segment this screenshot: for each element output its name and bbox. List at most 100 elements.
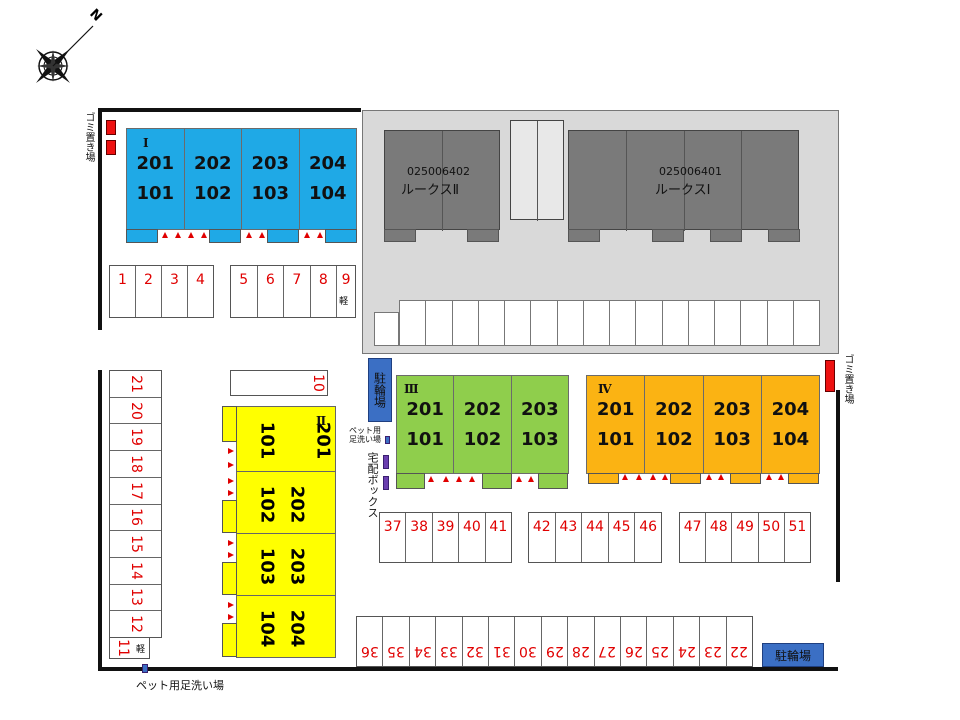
parking-spot[interactable]: 39 — [433, 513, 460, 562]
delivery-box — [383, 476, 389, 490]
entrance-marker — [469, 476, 475, 482]
delivery-box-label: 宅配ボックス — [366, 452, 379, 518]
parking-spot[interactable]: 32 — [463, 617, 490, 666]
parking-spot[interactable]: 37 — [380, 513, 407, 562]
parking-spot[interactable]: 20 — [110, 398, 161, 425]
building-2-porch — [222, 500, 237, 533]
parking-spot[interactable]: 3 — [162, 266, 188, 317]
parking-spot[interactable]: 19 — [110, 424, 161, 452]
entrance-marker — [766, 474, 772, 480]
parking-row-1-4: 1 2 3 4 — [109, 265, 214, 318]
parking-spot[interactable]: 46 — [639, 519, 658, 535]
neighbor-building-lux2: 025006402 ルークスⅡ — [384, 130, 500, 231]
parking-spot[interactable]: 36 — [357, 617, 384, 666]
parking-spot[interactable]: 25 — [647, 617, 674, 666]
entrance-marker — [228, 490, 234, 496]
entrance-marker — [718, 474, 724, 480]
parking-spot[interactable]: 18 — [110, 451, 161, 478]
parking-spot[interactable]: 50 — [759, 513, 785, 562]
lux2-name: ルークスⅡ — [401, 183, 460, 198]
entrance-marker — [201, 232, 207, 238]
parking-spot[interactable]: 7 — [284, 266, 311, 317]
parking-spot[interactable]: 34 — [410, 617, 437, 666]
entrance-marker — [636, 474, 642, 480]
kei-badge: 軽 — [339, 297, 349, 307]
unit-202-102[interactable]: 202 102 — [236, 472, 336, 534]
parking-spot[interactable]: 42 — [529, 513, 556, 562]
parking-spot[interactable]: 14 — [110, 558, 161, 585]
entrance-marker — [228, 614, 234, 620]
unit-201-101[interactable]: 201 101 — [236, 406, 336, 472]
lux2-porch — [384, 229, 416, 242]
parking-spot[interactable]: 9 軽 — [339, 272, 351, 307]
garbage-bin — [825, 360, 835, 392]
parking-spot[interactable]: 31 — [489, 617, 516, 666]
parking-spot[interactable]: 4 — [196, 272, 205, 288]
parking-spot[interactable]: 48 — [706, 513, 733, 562]
neighbor-parking-row — [374, 300, 820, 346]
unit-203-103[interactable]: 203 103 — [236, 534, 336, 596]
unit-204-104[interactable]: 204 104 — [256, 609, 308, 648]
parking-spot[interactable]: 16 — [110, 505, 161, 532]
parking-spot[interactable]: 28 — [568, 617, 595, 666]
parking-spot[interactable]: 40 — [459, 513, 486, 562]
building-3-porch — [482, 473, 512, 489]
parking-spot[interactable]: 15 — [110, 531, 161, 558]
delivery-box — [383, 455, 389, 469]
parking-spot[interactable]: 21 — [110, 371, 161, 398]
parking-spot[interactable]: 22 — [730, 643, 749, 659]
parking-spot[interactable]: 47 — [680, 513, 707, 562]
garbage-label-right: ゴミ置き場 — [842, 354, 853, 404]
parking-spot[interactable]: 41 — [489, 519, 508, 535]
parking-spot[interactable]: 29 — [542, 617, 569, 666]
entrance-marker — [175, 232, 181, 238]
parking-spot[interactable]: 12 — [127, 615, 144, 634]
parking-spot[interactable]: 8 — [311, 266, 338, 317]
parking-column-11-21: 21 20 19 18 17 16 15 14 13 12 — [109, 370, 162, 638]
lux1-porch — [568, 229, 600, 242]
parking-spot[interactable]: 26 — [621, 617, 648, 666]
building-4-label: Ⅳ — [598, 382, 612, 396]
parking-spot[interactable]: 45 — [609, 513, 636, 562]
parking-spot[interactable]: 27 — [595, 617, 622, 666]
parking-spot[interactable]: 6 — [258, 266, 285, 317]
parking-spot[interactable]: 33 — [436, 617, 463, 666]
entrance-marker — [662, 474, 668, 480]
wall-right-bottom — [836, 390, 840, 582]
entrance-marker — [622, 474, 628, 480]
parking-spot[interactable]: 13 — [110, 585, 161, 612]
compass-icon — [36, 25, 94, 83]
parking-spot[interactable]: 38 — [406, 513, 433, 562]
parking-spot[interactable]: 35 — [383, 617, 410, 666]
parking-spot[interactable]: 51 — [788, 519, 807, 535]
parking-spot[interactable]: 5 — [231, 266, 258, 317]
entrance-marker — [428, 476, 434, 482]
parking-spot[interactable]: 24 — [674, 617, 701, 666]
parking-spot[interactable]: 43 — [556, 513, 583, 562]
building-2-porch — [222, 406, 237, 442]
parking-spot[interactable]: 17 — [110, 478, 161, 505]
parking-spot[interactable]: 49 — [732, 513, 759, 562]
entrance-marker — [443, 476, 449, 482]
parking-spot[interactable]: 30 — [515, 617, 542, 666]
parking-spot-10[interactable]: 10 — [230, 370, 328, 396]
entrance-marker — [228, 478, 234, 484]
lux1-code: 025006401 — [659, 165, 722, 178]
parking-spot-11[interactable]: 11 軽 — [109, 637, 150, 659]
parking-spot[interactable]: 1 — [110, 266, 136, 317]
parking-spot[interactable]: 23 — [700, 617, 727, 666]
parking-spot[interactable]: 44 — [582, 513, 609, 562]
parking-spot[interactable]: 2 — [136, 266, 162, 317]
